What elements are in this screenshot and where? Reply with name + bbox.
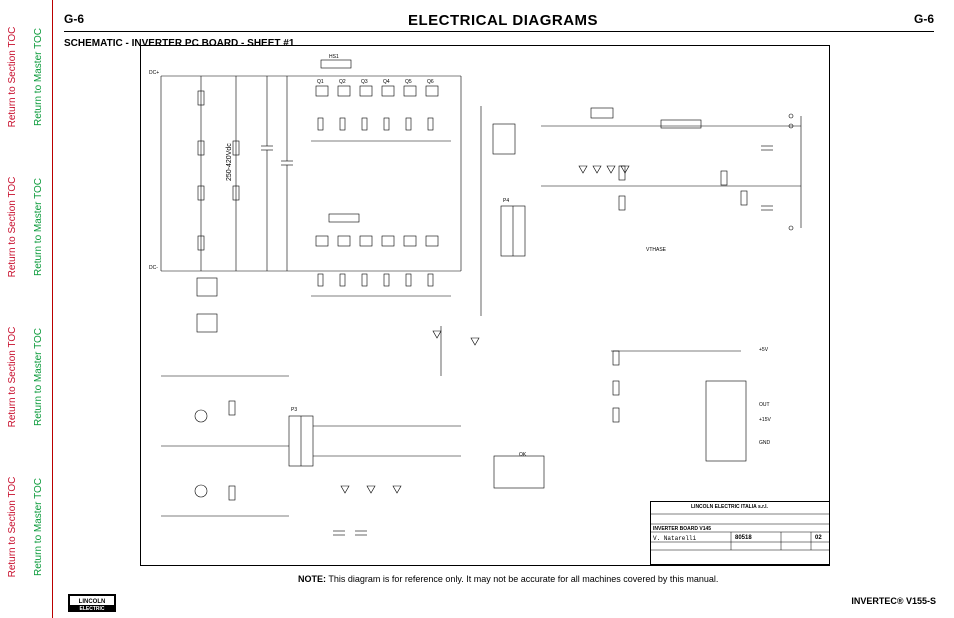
page-number-left: G-6 [64, 12, 85, 26]
connector-ok-label: OK [519, 452, 527, 458]
sidebar-nav: Return to Section TOC Return to Section … [0, 0, 53, 618]
return-to-section-toc-link-3[interactable]: Return to Section TOC [7, 326, 18, 428]
return-to-section-toc-link-4[interactable]: Return to Section TOC [7, 476, 18, 578]
title-block-grid [651, 513, 829, 551]
dc-minus-label: DC- [149, 265, 158, 271]
logo-graphic: LINCOLN ELECTRIC [68, 594, 116, 612]
master-toc-column: Return to Master TOC Return to Master TO… [26, 0, 52, 618]
q6-label: Q6 [427, 79, 434, 85]
svg-text:ELECTRIC: ELECTRIC [80, 606, 105, 612]
return-to-section-toc-link-2[interactable]: Return to Section TOC [7, 176, 18, 278]
connector-15v-label: +15V [759, 417, 771, 423]
voltage-label: 250-420Vdc [226, 143, 233, 181]
title-block-sheet: 02 [815, 535, 822, 541]
q4-label: Q4 [383, 79, 390, 85]
q1-label: Q1 [317, 79, 324, 85]
q2-label: Q2 [339, 79, 346, 85]
return-to-master-toc-link-2[interactable]: Return to Master TOC [33, 178, 44, 276]
title-block-company: LINCOLN ELECTRIC ITALIA s.r.l. [691, 504, 768, 510]
title-block-author: V. Natarelli [653, 535, 697, 542]
return-to-section-toc-link-1[interactable]: Return to Section TOC [7, 26, 18, 128]
page-number-right: G-6 [913, 12, 934, 26]
note-label: NOTE: [298, 574, 326, 584]
connector-5v-label: +5V [759, 347, 769, 353]
return-to-master-toc-link-1[interactable]: Return to Master TOC [33, 28, 44, 126]
svg-text:LINCOLN: LINCOLN [79, 599, 106, 605]
hs1-label: HS1 [329, 54, 339, 60]
header-rule [64, 31, 934, 32]
connector-gnd-label: GND [759, 440, 771, 446]
dc-plus-label: DC+ [149, 70, 159, 76]
t1-label: P3 [291, 407, 297, 413]
reference-note: NOTE: This diagram is for reference only… [298, 574, 718, 584]
title-block-drawing-number: 80518 [735, 535, 752, 541]
connector-vthase-label: VTHASE [646, 247, 667, 253]
q3-label: Q3 [361, 79, 368, 85]
return-to-master-toc-link-4[interactable]: Return to Master TOC [33, 478, 44, 576]
schematic-subtitle: SCHEMATIC - INVERTER PC BOARD - SHEET #1 [64, 38, 295, 49]
product-name: INVERTEC® V155-S [851, 596, 936, 606]
return-to-master-toc-link-3[interactable]: Return to Master TOC [33, 328, 44, 426]
schematic-drawing: DC+ DC- HS1 Q1 Q2 Q3 Q4 Q5 Q6 250-420Vdc… [149, 54, 802, 536]
page-title: ELECTRICAL DIAGRAMS [407, 12, 599, 29]
title-block: LINCOLN ELECTRIC ITALIA s.r.l. INVERTER … [650, 501, 830, 565]
schematic-diagram: DC+ DC- HS1 Q1 Q2 Q3 Q4 Q5 Q6 250-420Vdc… [140, 45, 830, 566]
section-toc-column: Return to Section TOC Return to Section … [0, 0, 26, 618]
t2-label: P4 [503, 198, 509, 204]
connector-out-label: OUT [759, 402, 770, 408]
title-block-board-name: INVERTER BOARD V145 [653, 526, 712, 532]
note-text: This diagram is for reference only. It m… [328, 574, 719, 584]
lincoln-electric-logo: LINCOLN ELECTRIC [68, 594, 116, 612]
q5-label: Q5 [405, 79, 412, 85]
